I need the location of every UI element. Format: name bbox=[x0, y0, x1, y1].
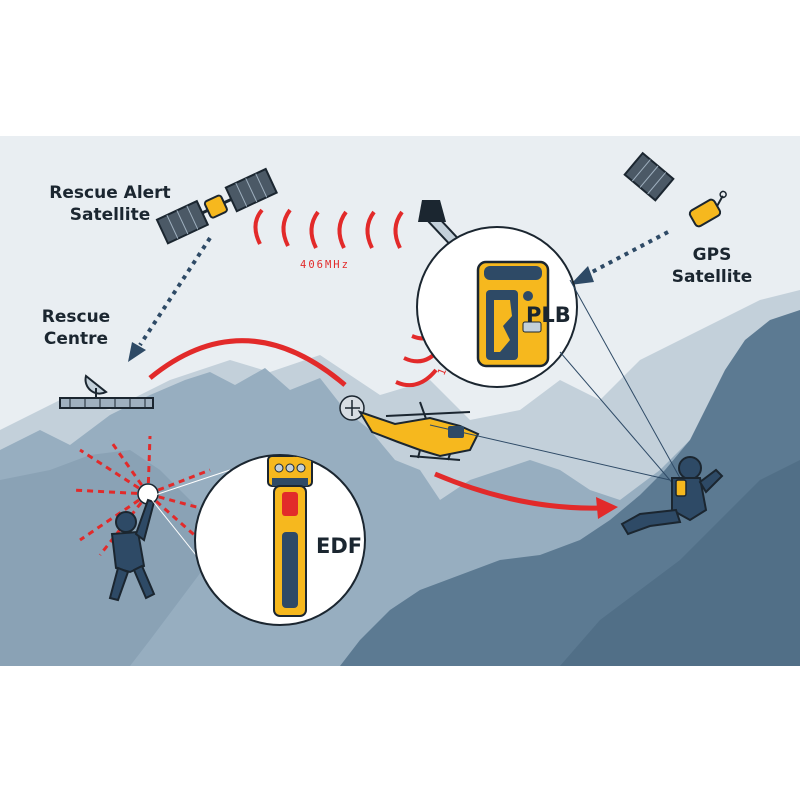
gps-satellite-icon bbox=[623, 151, 727, 228]
plb-label: PLB bbox=[526, 303, 571, 327]
signal-406mhz-waves bbox=[253, 208, 404, 249]
svg-text:Rescue: Rescue bbox=[42, 307, 110, 327]
climber-right-icon bbox=[620, 456, 724, 536]
rescue-alert-satellite-icon bbox=[155, 167, 279, 245]
svg-text:Satellite: Satellite bbox=[672, 267, 753, 287]
edf-inset: EDF bbox=[194, 454, 366, 626]
freq-406-label: 406MHz bbox=[300, 259, 350, 271]
rescue-centre-dish-icon bbox=[59, 374, 154, 409]
mountain-near-right-shadow bbox=[560, 460, 800, 666]
svg-text:Satellite: Satellite bbox=[70, 205, 151, 225]
rescue-alert-satellite-label: Rescue Alert Satellite bbox=[49, 183, 170, 225]
alert-to-rescue-arc bbox=[148, 338, 347, 387]
satellite-downlink-arrow bbox=[128, 236, 212, 362]
gps-signal-arrow bbox=[570, 230, 669, 285]
winch-line bbox=[429, 424, 671, 481]
gps-satellite-label: GPS Satellite bbox=[672, 245, 753, 287]
svg-text:GPS: GPS bbox=[693, 245, 732, 265]
edf-device-icon bbox=[267, 455, 313, 617]
helicopter-icon bbox=[339, 395, 480, 461]
svg-text:Centre: Centre bbox=[44, 329, 108, 349]
rescue-centre-label: Rescue Centre bbox=[42, 307, 110, 349]
rescue-dispatch-arrow bbox=[434, 471, 618, 519]
edf-label: EDF bbox=[316, 534, 362, 558]
plb-inset: PLB bbox=[416, 226, 578, 388]
plb-device-icon bbox=[476, 260, 550, 368]
edf-signal-burst bbox=[71, 435, 216, 556]
svg-text:Rescue Alert: Rescue Alert bbox=[49, 183, 170, 203]
plb-callout-lines bbox=[559, 279, 681, 487]
